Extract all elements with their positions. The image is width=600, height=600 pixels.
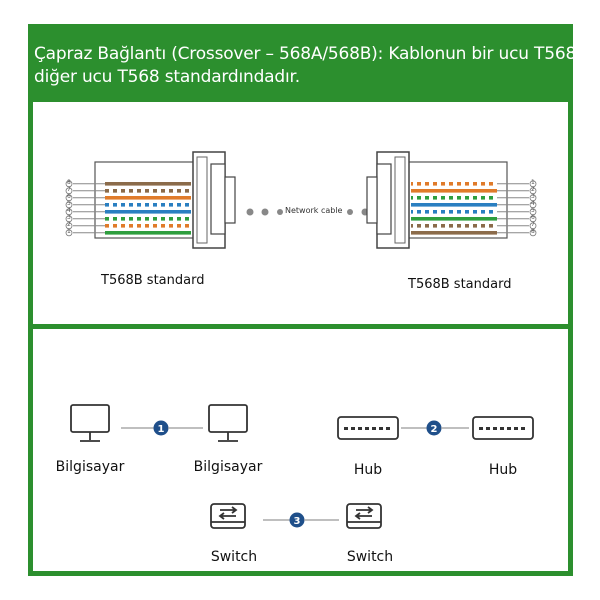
hub-icon — [337, 416, 399, 440]
number-badge: 2 — [426, 420, 442, 436]
pin-number: 5 — [531, 207, 535, 214]
pin-number: 3 — [531, 193, 535, 200]
header-title: Çapraz Bağlantı (Crossover – 568A/568B):… — [28, 24, 593, 102]
device-label: Switch — [346, 549, 394, 565]
monitor-icon — [70, 404, 110, 442]
device-label: Switch — [210, 549, 258, 565]
switch-icon — [346, 503, 382, 529]
right-standard-label: T568B standard — [408, 277, 512, 292]
number-badge: 3 — [289, 512, 305, 528]
switch-icon — [210, 503, 246, 529]
pin-number: 8 — [67, 179, 71, 186]
left-pin-leads — [73, 183, 105, 234]
monitor-icon — [208, 404, 248, 442]
hub-icon — [472, 416, 534, 440]
pin-number: 4 — [531, 200, 535, 207]
left-wires — [105, 182, 191, 235]
pin-number: 2 — [531, 186, 535, 193]
pin-number: 1 — [67, 228, 71, 235]
left-pin-circles — [65, 180, 73, 237]
pin-number: 6 — [531, 214, 535, 221]
pin-number: 6 — [67, 193, 71, 200]
right-wires — [411, 182, 497, 235]
badge-number: 3 — [294, 516, 301, 527]
number-badge: 1 — [153, 420, 169, 436]
pin-number: 4 — [67, 207, 71, 214]
pin-number: 1 — [531, 179, 535, 186]
badge-number: 2 — [431, 424, 438, 435]
pin-number: 7 — [67, 186, 71, 193]
right-rj45-connector — [366, 151, 537, 249]
right-pin-circles — [529, 180, 537, 237]
left-rj45-connector — [65, 151, 236, 249]
network-cable-label: Network cable — [285, 206, 343, 215]
infographic-frame: Çapraz Bağlantı (Crossover – 568A/568B):… — [28, 24, 593, 576]
connections-panel: 1 2 — [33, 329, 568, 571]
device-label: Hub — [353, 462, 383, 478]
pin-number: 3 — [67, 214, 71, 221]
device-label: Hub — [488, 462, 518, 478]
header-line-1: Çapraz Bağlantı (Crossover – 568A/568B):… — [34, 44, 593, 64]
device-label: Bilgisayar — [55, 459, 125, 475]
device-label: Bilgisayar — [193, 459, 263, 475]
pin-number: 8 — [531, 228, 535, 235]
connections-diagram: 1 2 — [70, 404, 534, 529]
badge-number: 1 — [158, 424, 165, 435]
pin-number: 2 — [67, 221, 71, 228]
left-standard-label: T568B standard — [101, 273, 205, 288]
pin-number: 7 — [531, 221, 535, 228]
pin-number: 5 — [67, 200, 71, 207]
wiring-diagram — [65, 151, 537, 249]
right-pin-leads — [497, 183, 529, 234]
header-line-2: diğer ucu T568 standardındadır. — [34, 67, 300, 87]
